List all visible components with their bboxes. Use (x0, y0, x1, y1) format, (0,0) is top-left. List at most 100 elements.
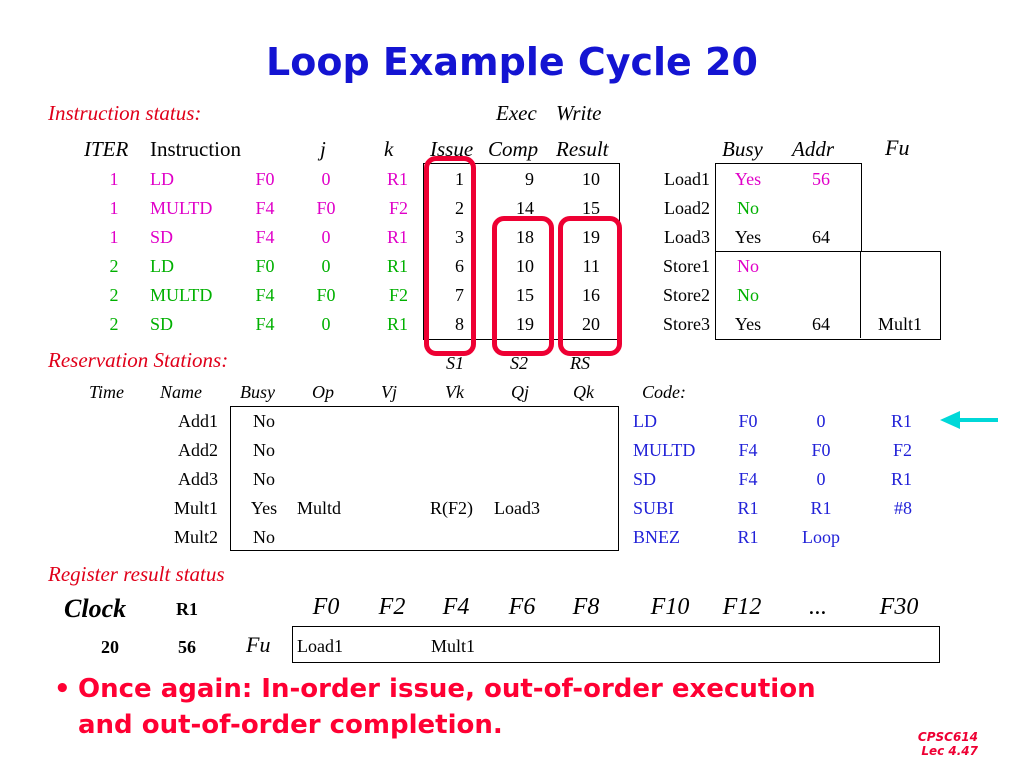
col-busy: Busy (722, 137, 763, 161)
instr-result: 20 (582, 314, 600, 334)
register-header: F8 (572, 594, 600, 620)
code-arg-b: Loop (802, 527, 840, 547)
r1-label: R1 (176, 599, 198, 619)
rs-busy: No (253, 411, 275, 431)
rs-col-vk: Vk (445, 382, 464, 402)
instr-comp: 19 (516, 314, 534, 334)
rs-col-vj: Vj (381, 382, 397, 402)
instr-j: F0 (316, 285, 336, 305)
bullet-line-1: Once again: In-order issue, out-of-order… (78, 674, 816, 704)
code-op: LD (633, 411, 657, 431)
rs-col-name: Name (160, 382, 202, 402)
instr-j: 0 (321, 169, 331, 189)
store-buffer-box (715, 251, 941, 340)
rs-busy: No (253, 440, 275, 460)
buffer-name: Store2 (663, 285, 710, 305)
rs-name: Mult2 (173, 527, 218, 547)
instr-iter: 2 (109, 314, 119, 334)
buffer-name: Store1 (663, 256, 710, 276)
code-op: SUBI (633, 498, 675, 518)
rs-col-qj: Qj (511, 382, 529, 402)
code-arg-b: F0 (811, 440, 831, 460)
rs-col-time: Time (89, 382, 125, 402)
col-k: k (384, 137, 394, 161)
instr-comp: 10 (516, 256, 534, 276)
buffer-name: Store3 (663, 314, 710, 334)
code-arg-c: R1 (890, 469, 912, 489)
instr-comp: 18 (516, 227, 534, 247)
instr-op: SD (150, 314, 174, 334)
register-header: F30 (879, 594, 919, 620)
code-arg-b: 0 (816, 411, 826, 431)
code-op: SD (633, 469, 657, 489)
footer-course: CPSC614 (917, 730, 978, 744)
code-op: BNEZ (633, 527, 680, 547)
instr-k: R1 (386, 314, 408, 334)
instr-op: MULTD (150, 198, 213, 218)
result-highlight (558, 216, 622, 356)
instr-issue: 3 (455, 227, 464, 247)
instr-issue: 8 (455, 314, 464, 334)
reservation-stations-label: Reservation Stations: (48, 348, 229, 372)
instr-comp: 14 (516, 198, 534, 218)
col-result: Result (556, 137, 609, 161)
col-instruction: Instruction (150, 137, 241, 161)
register-header: F10 (650, 594, 690, 620)
instr-result: 16 (582, 285, 600, 305)
buffer-addr: 56 (812, 169, 830, 189)
register-header: F4 (442, 594, 470, 620)
instr-j: 0 (321, 314, 331, 334)
code-label: Code: (642, 382, 686, 402)
code-arg-a: R1 (737, 527, 759, 547)
footer: CPSC614 Lec 4.47 (880, 730, 978, 758)
rs-col-qk: Qk (573, 382, 594, 402)
super-s2: S2 (510, 353, 528, 373)
buffer-busy: Yes (734, 314, 762, 334)
instr-j: 0 (321, 227, 331, 247)
instr-result: 10 (582, 169, 600, 189)
footer-lecture: Lec 4.47 (921, 744, 978, 758)
instr-dest: F0 (255, 169, 275, 189)
code-arg-a: F4 (738, 440, 758, 460)
code-arg-a: R1 (737, 498, 759, 518)
store-fu-divider (860, 251, 861, 338)
buffer-addr: 64 (812, 227, 830, 247)
instr-iter: 2 (109, 256, 119, 276)
rs-busy: Yes (250, 498, 278, 518)
instr-issue: 6 (455, 256, 464, 276)
code-op: MULTD (633, 440, 696, 460)
instr-j: 0 (321, 256, 331, 276)
instr-dest: F4 (255, 227, 275, 247)
instr-issue: 1 (455, 169, 464, 189)
register-fu-box (292, 626, 940, 663)
rs-op: Multd (297, 498, 342, 518)
clock-value: 20 (101, 637, 119, 657)
instr-op: MULTD (150, 285, 213, 305)
instr-dest: F4 (255, 314, 275, 334)
instr-comp: 15 (516, 285, 534, 305)
clock-label: Clock (64, 594, 127, 623)
instr-op: LD (150, 256, 174, 276)
col-j: j (320, 137, 326, 161)
instr-result: 15 (582, 198, 600, 218)
rs-name: Add1 (178, 411, 218, 431)
register-value: Load1 (297, 636, 343, 656)
instr-comp: 9 (525, 169, 534, 189)
rs-qj: Load3 (494, 498, 540, 518)
instr-dest: F4 (255, 198, 275, 218)
buffer-busy: Yes (734, 227, 762, 247)
code-arg-c: R1 (890, 411, 912, 431)
write-label: Write (556, 101, 602, 125)
register-header: F6 (508, 594, 536, 620)
comp-highlight (492, 216, 554, 356)
rs-name: Add2 (178, 440, 218, 460)
arrow-left-icon (940, 411, 998, 429)
instr-k: F2 (388, 198, 408, 218)
register-status-label: Register result status (48, 562, 225, 586)
register-header: F2 (378, 594, 406, 620)
instr-issue: 2 (455, 198, 464, 218)
rs-name: Add3 (178, 469, 218, 489)
buffer-addr: 64 (812, 314, 830, 334)
instr-iter: 1 (109, 227, 119, 247)
rs-busy: No (253, 527, 275, 547)
